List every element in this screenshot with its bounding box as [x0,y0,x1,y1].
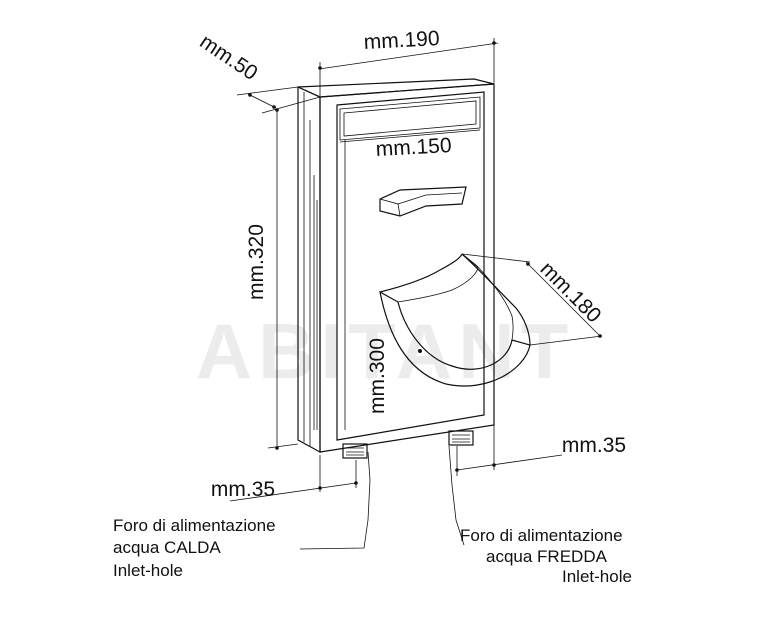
dimension-line-shelf [461,253,603,346]
indicator-dot [418,349,422,353]
dimension-line-depth [236,86,321,114]
label-depth: mm.50 [196,30,262,85]
leader-cold [448,445,465,546]
caption-hot-line1: Foro di alimentazione [113,516,276,535]
front-face [336,91,485,441]
label-inner-width: mm.150 [375,134,452,161]
caption-cold-line2: acqua FREDDA [486,547,608,566]
caption-hot-line3: Inlet-hole [113,561,183,580]
caption-hot-inlet: Foro di alimentazione acqua CALDA Inlet-… [113,516,276,580]
caption-cold-line1: Foro di alimentazione [460,526,623,545]
shelf-cradle [379,253,531,387]
control-strip [339,96,481,141]
label-right-offset: mm.35 [562,434,626,457]
dimension-line-height [267,108,299,450]
caption-cold-inlet: Foro di alimentazione acqua FREDDA Inlet… [460,526,632,586]
label-left-offset: mm.35 [211,478,275,501]
leader-hot [299,451,371,550]
device-body [297,78,495,454]
dimension-line-inner-width [339,129,481,143]
dimension-line-width [318,38,499,96]
caption-hot-line2: acqua CALDA [113,538,221,557]
label-height: mm.320 [245,224,268,300]
dimension-line-left-offset [229,455,358,502]
lever-handle [379,186,467,217]
dimension-line-right-offset [455,425,563,476]
watermark: ABITANT [196,307,575,395]
caption-cold-line3: Inlet-hole [562,567,632,586]
hot-connector [342,443,368,459]
label-inner-height: mm.300 [366,338,389,414]
label-width: mm.190 [363,27,440,54]
cold-connector [448,430,474,446]
